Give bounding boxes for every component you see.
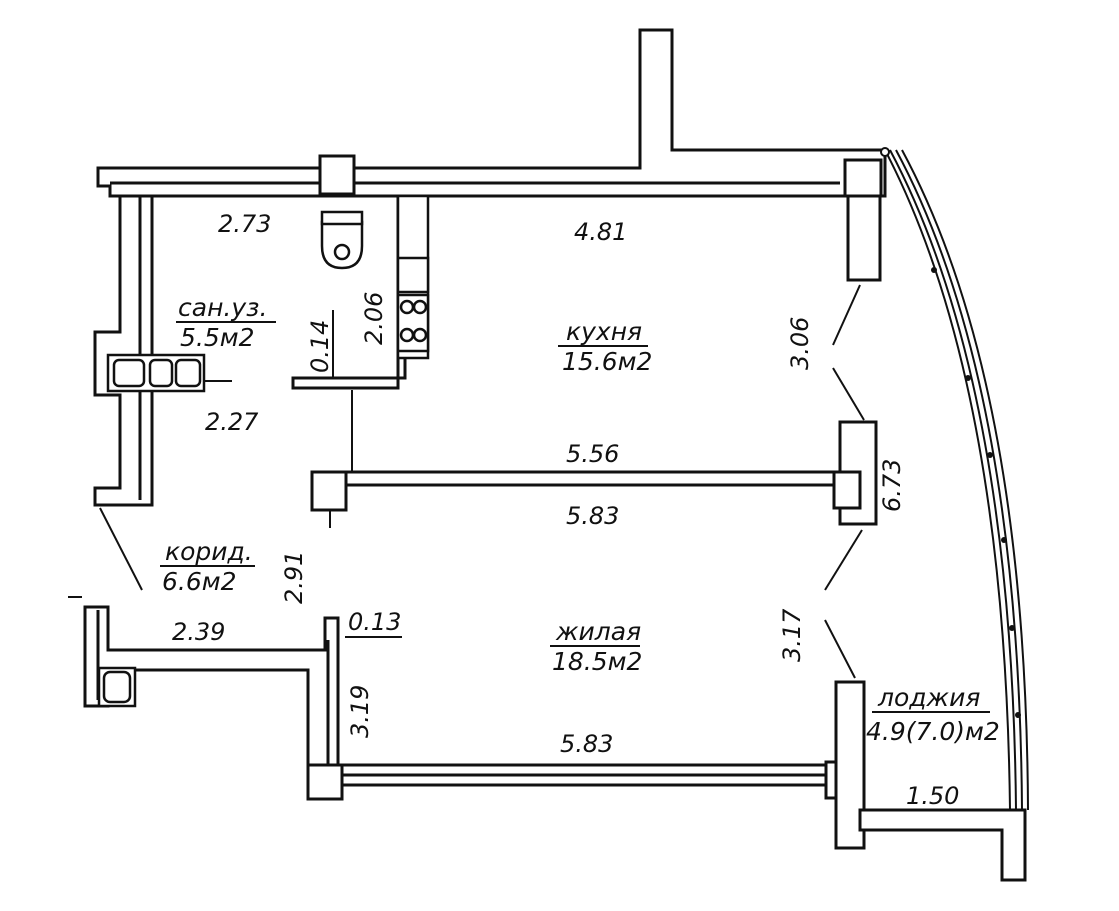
bathroom-area: 5.5м2 — [180, 323, 255, 352]
loggia-area: 4.9(7.0)м2 — [866, 717, 1000, 746]
dim-kitchen-width: 4.81 — [574, 218, 627, 246]
living-name: жилая — [555, 617, 641, 646]
toilet-icon — [320, 210, 364, 270]
dim-living-offset: 0.13 — [348, 608, 401, 636]
glazing-post-6 — [1009, 625, 1015, 631]
top-right-pier — [843, 158, 883, 198]
kitchen-name: кухня — [566, 317, 642, 346]
dim-loggia-width: 1.50 — [906, 782, 959, 810]
dim-living-top: 5.83 — [566, 502, 619, 530]
top-column — [318, 154, 356, 196]
dim-living-left: 3.19 — [346, 685, 374, 738]
bottom-left-column — [306, 763, 344, 801]
glazing-post-4 — [987, 452, 993, 458]
corridor-unit-icon — [97, 666, 137, 708]
loggia-wall — [858, 808, 1027, 882]
kitchen-area: 15.6м2 — [562, 347, 652, 376]
dim-bath-width: 2.73 — [218, 210, 271, 238]
room-labels: сан.уз. 5.5м2 кухня 15.6м2 корид. 6.6м2 … — [160, 293, 1000, 746]
dim-bath-height: 2.06 — [360, 292, 388, 345]
dim-living-bottom: 5.83 — [560, 730, 613, 758]
bath-fixtures-icon — [106, 353, 232, 393]
kitchen-living-wall — [343, 470, 842, 487]
living-area: 18.5м2 — [552, 647, 642, 676]
glazing-post-2 — [931, 267, 937, 273]
loggia-name: лоджия — [877, 683, 980, 712]
dim-bath-offset: 0.14 — [306, 320, 334, 373]
glazing-post-7 — [1015, 712, 1021, 718]
left-wall-upper — [93, 194, 154, 507]
right-pier-mid-inner — [832, 470, 862, 510]
fixtures — [97, 194, 430, 708]
dim-corridor-width: 2.39 — [172, 618, 225, 646]
dim-kitchen-bottom: 5.56 — [566, 440, 619, 468]
opening-lines — [68, 284, 865, 679]
right-pier-upper — [846, 194, 882, 282]
corridor-name: корид. — [165, 537, 253, 566]
glazing-post-5 — [1001, 537, 1007, 543]
walls — [83, 28, 1027, 882]
glazing-post-1 — [880, 147, 890, 157]
dim-right-total: 6.73 — [878, 459, 906, 512]
partition-column — [310, 470, 348, 512]
loggia-glazing — [880, 147, 1029, 811]
bathroom-name: сан.уз. — [178, 293, 267, 322]
dimension-labels: 2.73 4.81 2.27 5.56 5.83 2.39 0.13 5.83 … — [172, 210, 959, 810]
dim-bath-lower: 2.27 — [205, 408, 259, 436]
kitchen-counter-icon — [396, 194, 430, 360]
dim-living-height: 3.17 — [778, 608, 806, 662]
top-wall — [96, 28, 887, 198]
glazing-post-3 — [965, 375, 971, 381]
corridor-area: 6.6м2 — [162, 567, 237, 596]
dim-kitchen-height: 3.06 — [786, 317, 814, 370]
dim-corridor-height: 2.91 — [280, 551, 308, 604]
